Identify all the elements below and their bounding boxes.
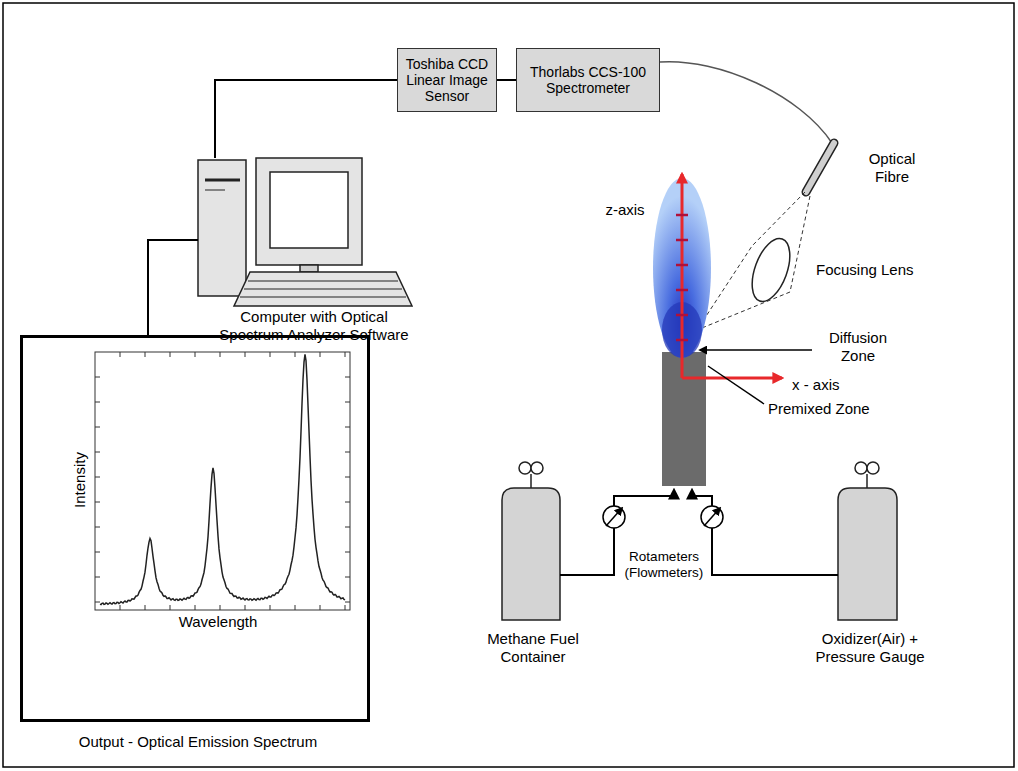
gas-cylinder	[502, 462, 897, 620]
computer-illustration	[198, 158, 412, 306]
z-axis-arrow	[676, 174, 688, 378]
process-box: Toshiba CCD Linear Image Sensor	[397, 48, 497, 112]
rotameter	[603, 506, 723, 528]
spectrum-plot	[95, 352, 350, 610]
zone-label: Diffusion Zone	[818, 329, 898, 365]
frame	[3, 3, 1014, 767]
node-label: Computer with Optical Spectrum Analyzer …	[208, 308, 420, 344]
axis-title: Intensity	[71, 440, 89, 520]
part-label: Focusing Lens	[816, 261, 946, 279]
x-axis-arrow	[682, 377, 782, 380]
leader-line	[700, 349, 812, 351]
axis-label: z-axis	[596, 201, 654, 219]
air-cylinder: Oxidizer(Air) + Pressure Gauge	[805, 470, 935, 685]
node-label: Oxidizer(Air) + Pressure Gauge	[807, 630, 933, 666]
focusing-lens	[745, 234, 798, 307]
part-label: Optical Fibre	[853, 150, 931, 186]
axis-label: x - axis	[792, 376, 872, 394]
process-box: Thorlabs CCS-100 Spectrometer	[516, 48, 660, 112]
burner	[662, 352, 706, 486]
gas-pipe	[560, 490, 838, 575]
part-label: Rotameters (Flowmeters)	[621, 549, 707, 581]
connector-line	[148, 240, 198, 335]
output-panel: Output - Optical Emission Spectrum	[20, 335, 370, 722]
node-label: Output - Optical Emission Spectrum	[23, 733, 373, 751]
zone-label: Premixed Zone	[768, 400, 898, 418]
node-label: Thorlabs CCS-100 Spectrometer	[521, 64, 655, 96]
axis-title: Wavelength	[163, 613, 273, 631]
leader-line	[708, 366, 764, 404]
fuel-cylinder: Methane Fuel Container	[478, 470, 588, 685]
connector-line	[215, 80, 397, 158]
node-label: Methane Fuel Container	[480, 630, 586, 666]
node-label: Toshiba CCD Linear Image Sensor	[402, 56, 492, 104]
computer: Computer with Optical Spectrum Analyzer …	[198, 158, 430, 348]
connector-line	[497, 79, 516, 81]
